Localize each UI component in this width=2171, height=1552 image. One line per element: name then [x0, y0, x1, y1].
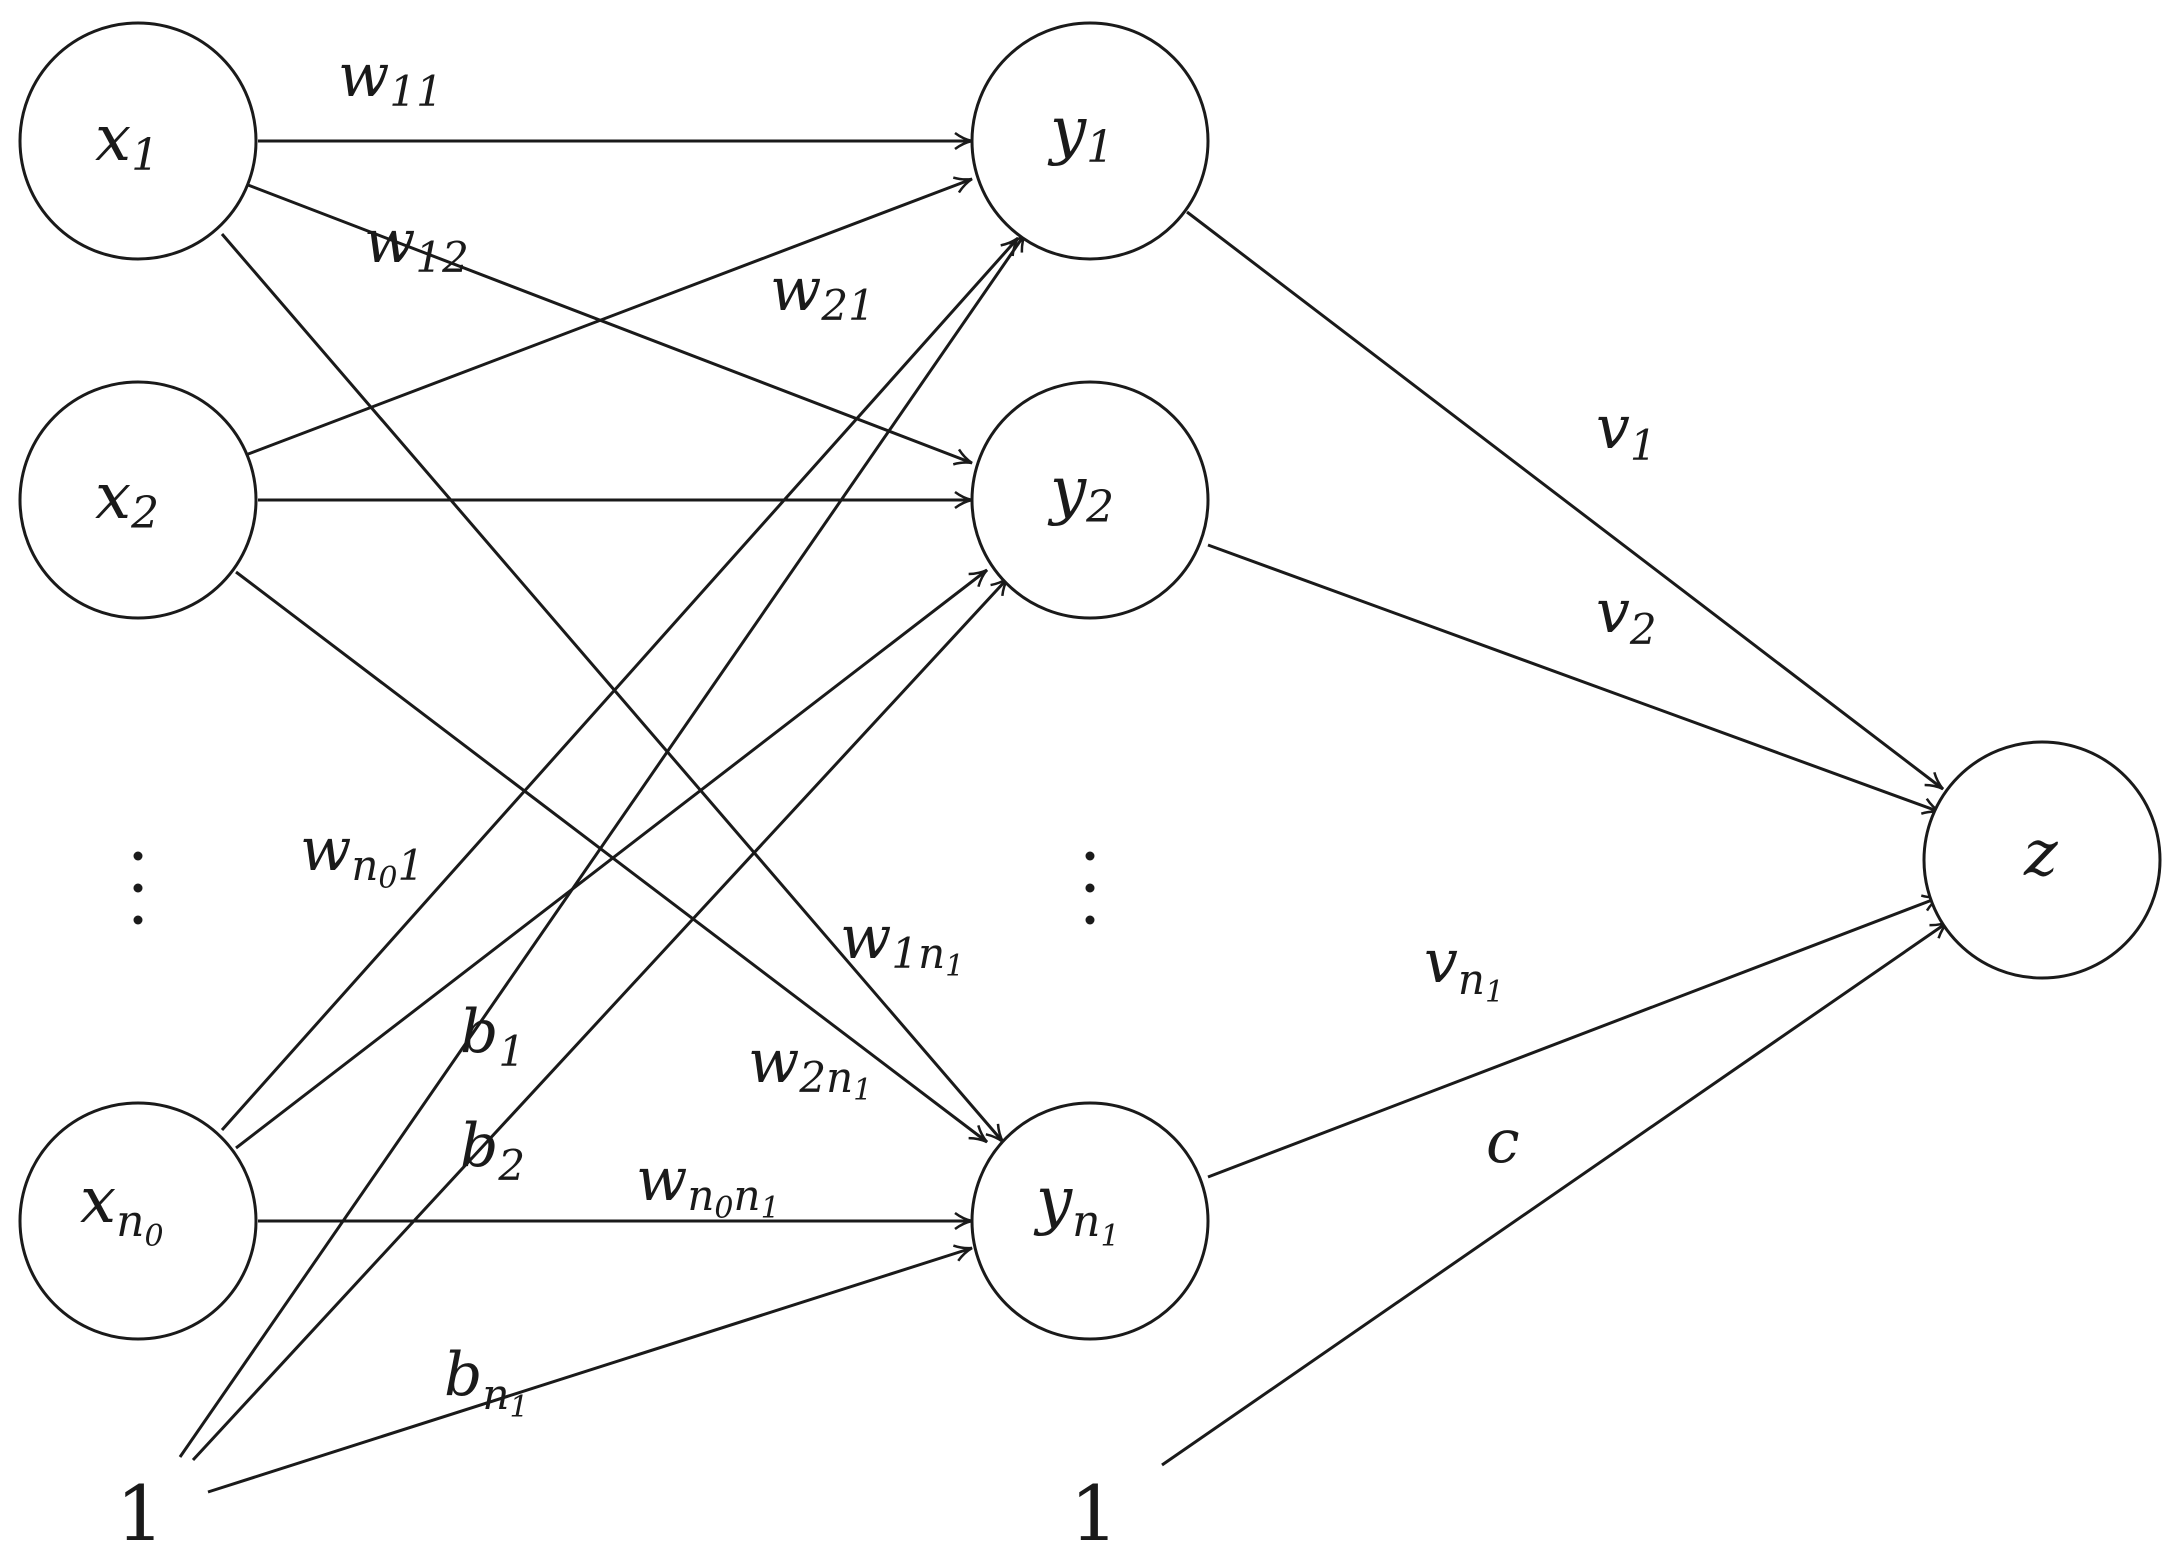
label-wn01: wn01	[300, 815, 424, 896]
node-x1	[18, 21, 258, 261]
label-c: c	[1486, 1107, 1520, 1177]
edge-yn1-z	[1207, 894, 1941, 1179]
node-labels: x1 x2 xn0 y1 y2 yn1 z	[80, 94, 2059, 1254]
label-z: z	[2023, 817, 2059, 891]
bias-inputs: 1 1	[116, 1469, 1118, 1552]
bias-input-1: 1	[116, 1469, 164, 1552]
label-w2n1: w2n1	[748, 1027, 872, 1108]
edge-y1-z	[1186, 210, 1944, 791]
edges-input-to-hidden	[220, 131, 1020, 1231]
label-v2: v2	[1596, 577, 1657, 654]
edge-x1-y2	[247, 183, 973, 466]
label-wn0n1: wn0n1	[636, 1145, 780, 1226]
node-z	[1922, 740, 2162, 980]
node-yn1	[970, 1101, 1210, 1341]
edges-hidden-to-output	[1161, 210, 1949, 1467]
edge-bias-y1	[178, 233, 1027, 1458]
node-xn0	[18, 1101, 258, 1341]
label-v1: v1	[1596, 393, 1657, 470]
node-x2	[18, 380, 258, 620]
label-w1n1: w1n1	[840, 903, 964, 984]
bias-hidden-1: 1	[1070, 1469, 1118, 1552]
label-xn0: xn0	[80, 1164, 164, 1254]
label-w12: w12	[364, 207, 469, 282]
ellipsis-hidden-layer	[1085, 851, 1095, 925]
edge-xn0-y2	[235, 568, 988, 1150]
ellipsis-input-layer	[133, 851, 143, 925]
node-y2	[970, 380, 1210, 620]
nodes	[18, 21, 2162, 1341]
label-b2: b2	[460, 1111, 525, 1190]
label-x2: x2	[95, 460, 159, 539]
label-x1: x1	[95, 102, 159, 181]
label-yn1: yn1	[1033, 1164, 1120, 1254]
edge-x2-yn1	[235, 570, 988, 1144]
edge-y2-z	[1207, 543, 1941, 815]
edge-bias-z	[1161, 920, 1949, 1467]
label-vn1: vn1	[1424, 927, 1504, 1010]
label-bn1: bn1	[444, 1340, 529, 1425]
label-b1: b1	[460, 997, 525, 1076]
node-y1	[970, 21, 1210, 261]
label-w11: w11	[338, 41, 443, 116]
edge-x1-yn1	[220, 233, 1005, 1144]
edges-bias-to-hidden	[178, 233, 1027, 1494]
edge-x2-y1	[242, 176, 973, 458]
label-y2: y2	[1047, 454, 1114, 533]
label-w21: w21	[770, 255, 875, 330]
edge-labels: w11 w12 w21 wn01 w1n1 w2n1 wn0n1 b1 b2 b…	[300, 41, 1657, 1425]
edge-bias-y2	[191, 576, 1010, 1462]
edge-bias-yn1	[207, 1244, 973, 1494]
edge-xn0-y1	[220, 236, 1020, 1131]
label-y1: y1	[1047, 94, 1114, 173]
